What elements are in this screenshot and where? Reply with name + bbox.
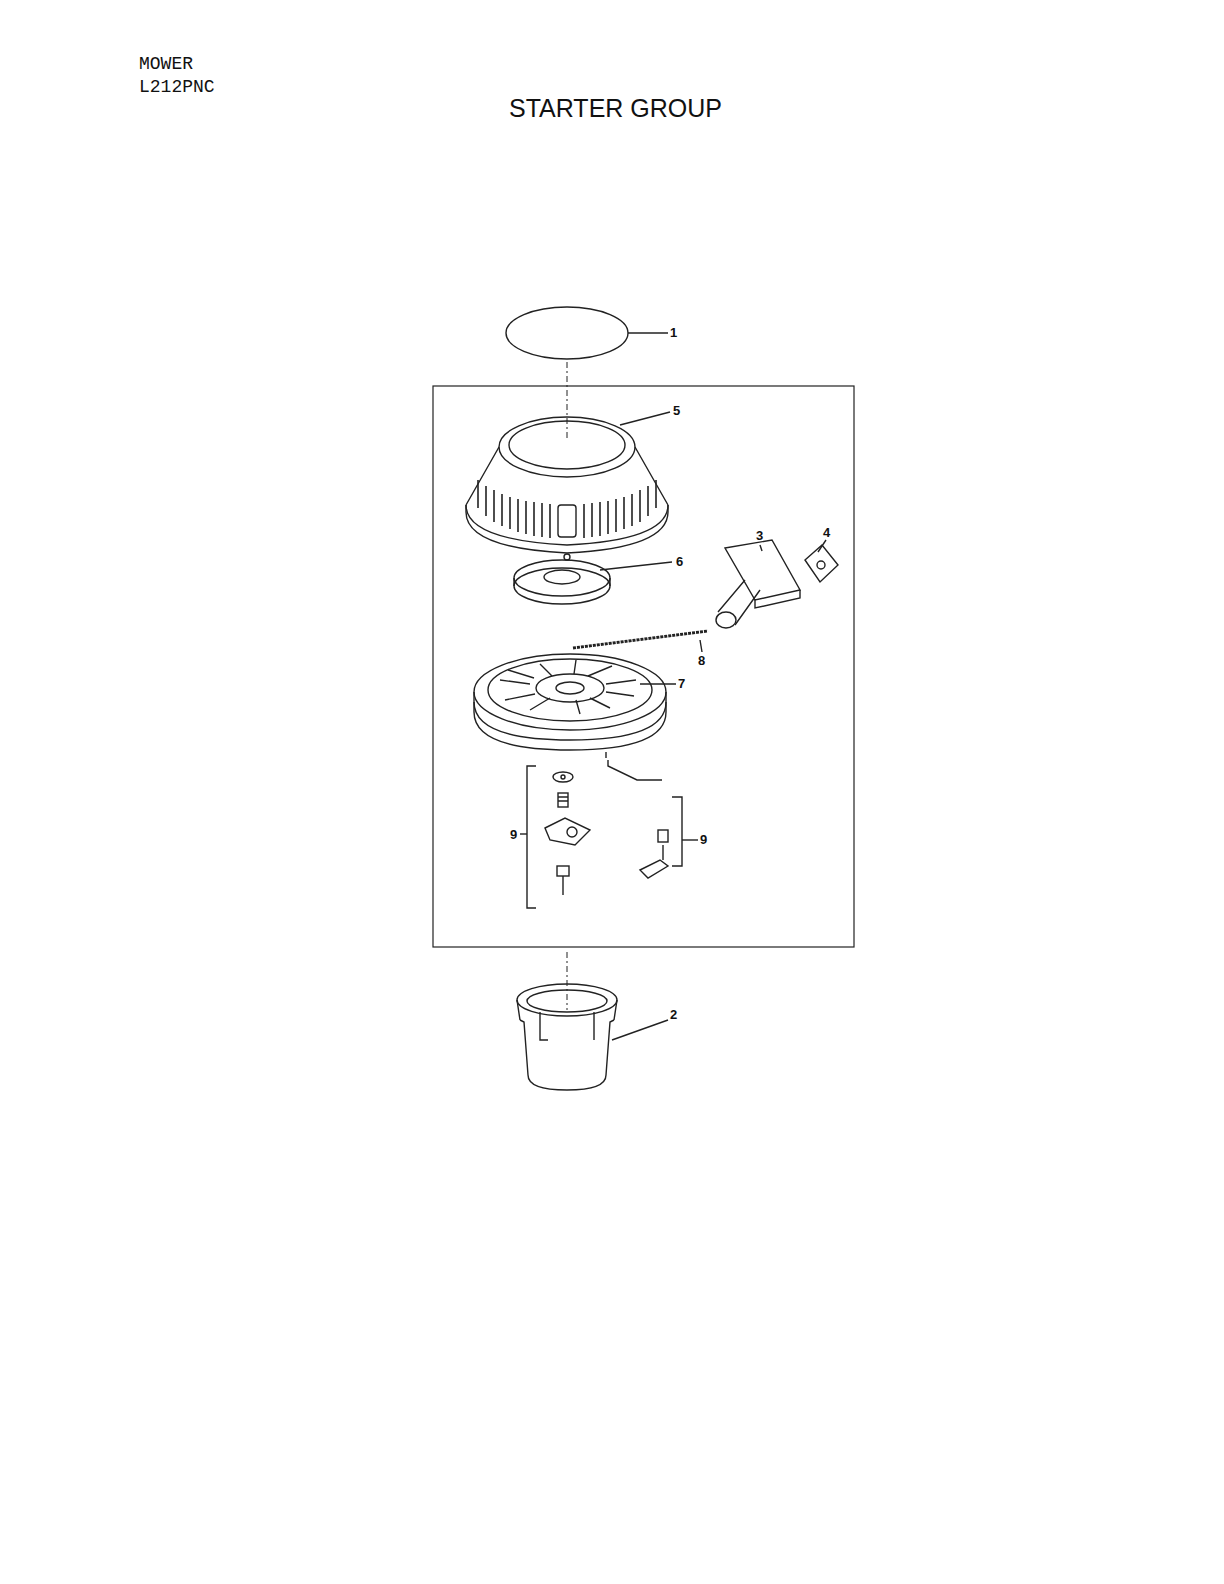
model-number: L212PNC xyxy=(139,78,215,96)
axis-line xyxy=(567,362,568,440)
pawl-parts xyxy=(527,760,682,908)
starter-cup xyxy=(517,984,617,1090)
callout-number: 5 xyxy=(673,404,680,417)
group-frame xyxy=(433,386,854,947)
callout-number: 1 xyxy=(670,326,677,339)
leader-line xyxy=(682,839,698,840)
leader-line xyxy=(620,412,670,425)
leader-line xyxy=(818,540,826,552)
callout-number: 9 xyxy=(700,833,707,846)
leader-line xyxy=(600,562,672,570)
callout-number: 7 xyxy=(678,677,685,690)
leader-line xyxy=(612,1020,668,1040)
leader-line xyxy=(700,640,702,652)
rope-pulley xyxy=(474,654,666,750)
model-heading: MOWER xyxy=(139,55,193,73)
callout-number: 4 xyxy=(823,526,830,539)
leader-line xyxy=(520,833,527,834)
ratchet-ring xyxy=(514,560,610,604)
leader-line xyxy=(605,752,606,758)
callout-number: 3 xyxy=(756,529,763,542)
leader-line xyxy=(760,545,762,551)
starter-handle xyxy=(716,540,800,628)
page-title: STARTER GROUP xyxy=(509,96,722,121)
handle-insert xyxy=(805,545,838,582)
callout-number: 6 xyxy=(676,555,683,568)
starter-rope xyxy=(573,631,708,648)
axis-line xyxy=(567,952,568,1010)
leader-line xyxy=(640,683,676,684)
callout-number: 8 xyxy=(698,654,705,667)
leader-line xyxy=(628,332,668,333)
cap-disc xyxy=(506,307,628,359)
starter-cover xyxy=(466,417,668,560)
callout-number: 9 xyxy=(510,828,517,841)
callout-number: 2 xyxy=(670,1008,677,1021)
